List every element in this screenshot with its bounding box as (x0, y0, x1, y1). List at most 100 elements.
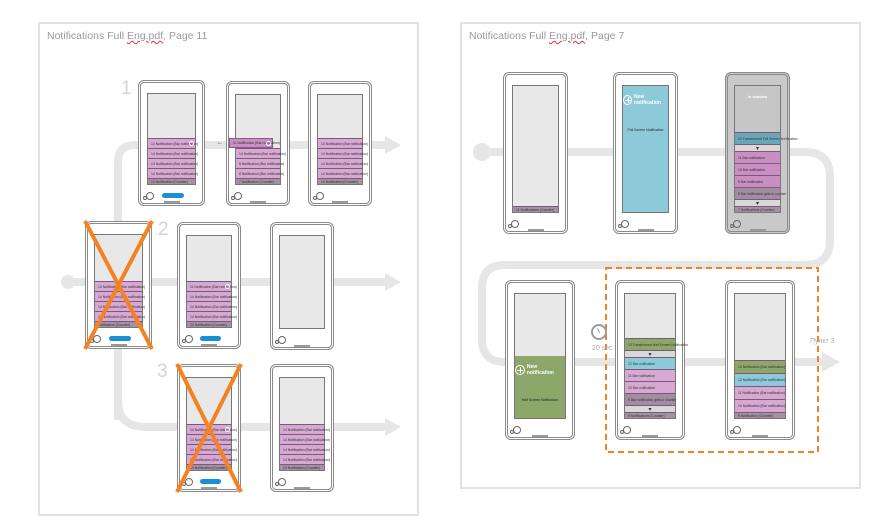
notification-bar[interactable]: 11 Bar notification (735, 151, 780, 163)
notification-bar[interactable]: 14 Notification (Bar notification) (187, 301, 237, 311)
notification-bar[interactable]: 11 Notification (Bar notification) (735, 386, 785, 399)
down-arrow-icon: ▾ (755, 200, 759, 207)
notification-bar[interactable]: 14 Notification (Bar notification) (187, 291, 237, 301)
notification-bar[interactable]: 11 Notification (Bar notification) (187, 281, 237, 291)
notification-bar[interactable]: 12 Bar notification (625, 357, 675, 369)
check-circle-icon[interactable] (225, 284, 230, 289)
notification-bar[interactable]: 14 Notification (Bar notification) (318, 158, 368, 168)
notification-bar[interactable]: 14 Notification (Bar notification) (148, 138, 198, 148)
home-button-icon[interactable] (231, 192, 242, 200)
arrow-head (385, 418, 401, 436)
home-indicator (752, 435, 768, 437)
notification-text: 11 Notifications (Counter) (516, 207, 555, 212)
notification-text: 14 Notification (Bar notification) (98, 304, 146, 309)
home-button-icon[interactable] (275, 478, 286, 486)
flow-line-step-1 (114, 141, 388, 420)
notification-bar[interactable]: 10 Bar notification (625, 381, 675, 393)
notification-text: 9 Bar notification gets in counter (628, 397, 677, 402)
notification-bar[interactable]: 9 Bar notification (735, 175, 780, 187)
notification-bar[interactable]: 14 Notification (Bar notification) (318, 168, 368, 178)
notification-bar[interactable]: 11 Notification (Bar notification)← (217, 138, 280, 148)
phone-mockup-l6 (270, 222, 334, 350)
home-indicator (110, 344, 127, 346)
action-button[interactable] (162, 193, 185, 198)
notification-bar[interactable]: 14 Notification (Bar notification) (95, 311, 145, 321)
notification-bar[interactable]: 10 Bar notification (735, 163, 780, 175)
home-indicator (201, 487, 217, 489)
notification-bar[interactable]: 14 Notification (Bar notification) (318, 138, 368, 148)
check-circle-icon[interactable] (225, 427, 230, 432)
notification-bar[interactable]: 12 Transformed Full Screen Notification (735, 132, 798, 144)
home-button-icon[interactable] (182, 335, 193, 343)
step-number-1: 1 (121, 78, 132, 99)
notification-bar[interactable]: 10 Notification (Bar notification) (735, 399, 785, 412)
notification-counter: 13 Notification (Counter) (148, 178, 195, 184)
notification-bar[interactable]: 14 Notification (Bar notification) (318, 148, 368, 158)
home-button-icon[interactable] (313, 192, 324, 200)
notification-text: 14 Notification (Bar notification) (283, 447, 331, 452)
notification-bar[interactable]: 13 Notification (Bar notification) (735, 360, 785, 373)
timer-label: 20 sec (592, 345, 613, 352)
home-button-icon[interactable] (620, 426, 631, 434)
notification-bar[interactable]: 14 Notification (Bar notification) (95, 301, 146, 311)
notification-bar[interactable]: 14 Notification (Bar notification) (148, 148, 199, 158)
notification-counter: 11 Notifications (Counter) (513, 206, 558, 212)
home-button-icon[interactable] (143, 192, 154, 200)
notification-bar[interactable]: 8 Bar notification gets in counter (735, 187, 786, 199)
notification-bar[interactable]: 8 Notification (Bar notification) (236, 168, 284, 178)
action-button[interactable] (200, 336, 222, 341)
notification-bar[interactable]: 14 Notification (Bar notification) (236, 148, 286, 158)
home-indicator (332, 201, 348, 203)
notification-text: 14 Notification (Bar notification) (190, 304, 238, 309)
action-button[interactable] (200, 479, 222, 484)
notification-bar[interactable]: 14 Notification (Bar notification) (187, 311, 237, 321)
title-page: , Page 11 (163, 30, 208, 42)
flow-spacer: ▾ (625, 350, 675, 358)
notification-text: 11 Bar notification (628, 373, 655, 378)
home-button-icon[interactable] (275, 336, 286, 344)
action-button[interactable] (109, 336, 132, 341)
notification-bar[interactable]: 14 Notification (Bar notification) (148, 168, 198, 178)
notification-text: 14 Notification (Bar notification) (151, 151, 199, 156)
timer-icon (591, 324, 607, 340)
home-button-icon[interactable] (618, 220, 629, 228)
notification-text: 14 Notification (Bar notification) (321, 151, 369, 156)
notification-text: 14 Notification (Bar notification) (190, 457, 238, 462)
notification-text: 12 Bar notification (628, 361, 656, 366)
notification-text: 13 Transformed Half Screen Notification (628, 342, 689, 347)
check-circle-icon[interactable] (189, 141, 194, 146)
notification-bar[interactable]: 13 Notification (Bar notification) (148, 158, 198, 168)
notification-text: 14 Notification (Bar notification) (190, 294, 238, 299)
notification-bar[interactable]: 14 Notification (Bar notification) (187, 454, 237, 464)
notification-bar[interactable]: 14 Notification (Bar notification) (280, 454, 330, 464)
home-button-icon[interactable] (730, 426, 741, 434)
notification-text: 14 Notification (Bar notification) (190, 447, 238, 452)
home-button-icon[interactable] (730, 220, 741, 228)
notification-bar[interactable]: 14 Notification (Bar notification) (280, 434, 330, 444)
notification-bar[interactable]: 8 Notification (Bar notification) (236, 158, 284, 168)
phone-mockup-r5: 13 Transformed Half Screen Notification ▾… (615, 280, 688, 440)
notification-text: 12 Notification (Bar notification) (738, 378, 786, 382)
notification-text: 14 Notification (Bar notification) (321, 141, 369, 146)
notification-text: Notification (Counter) (98, 322, 131, 327)
arrow-head (385, 136, 401, 154)
notification-bar[interactable]: 13 Transformed Half Screen Notification (625, 338, 688, 350)
left-page-title: Notifications Full Eng.pdf, Page 11 (47, 30, 207, 42)
title-filename: Eng.pdf (548, 30, 586, 42)
home-button-icon[interactable] (508, 220, 519, 228)
check-circle-icon[interactable] (266, 140, 271, 146)
notification-text: 11 Notification (Bar notification) (233, 141, 280, 145)
phone-mockup-r6: 13 Notification (Bar notification) 12 Not… (725, 280, 795, 440)
notification-counter: 13 Notification (Counter) (280, 464, 324, 470)
notification-bar[interactable]: 14 Notification (Bar notification) (95, 291, 145, 301)
notification-bar[interactable]: 14 Notification (Bar notification) (280, 424, 330, 434)
notification-text: 14 Notification (Bar notification) (283, 437, 331, 442)
notification-bar[interactable]: 9 Bar notification gets in counter (625, 393, 677, 405)
notification-bar[interactable]: 11 Bar notification (625, 369, 675, 381)
notification-bar[interactable]: 14 Notification (Bar notification) (187, 444, 237, 454)
notification-bar[interactable]: 14 Notification (Bar notification) (280, 444, 330, 454)
notification-bar[interactable]: 12 Notification (Bar notification) (735, 373, 785, 386)
home-button-icon[interactable] (510, 426, 521, 434)
